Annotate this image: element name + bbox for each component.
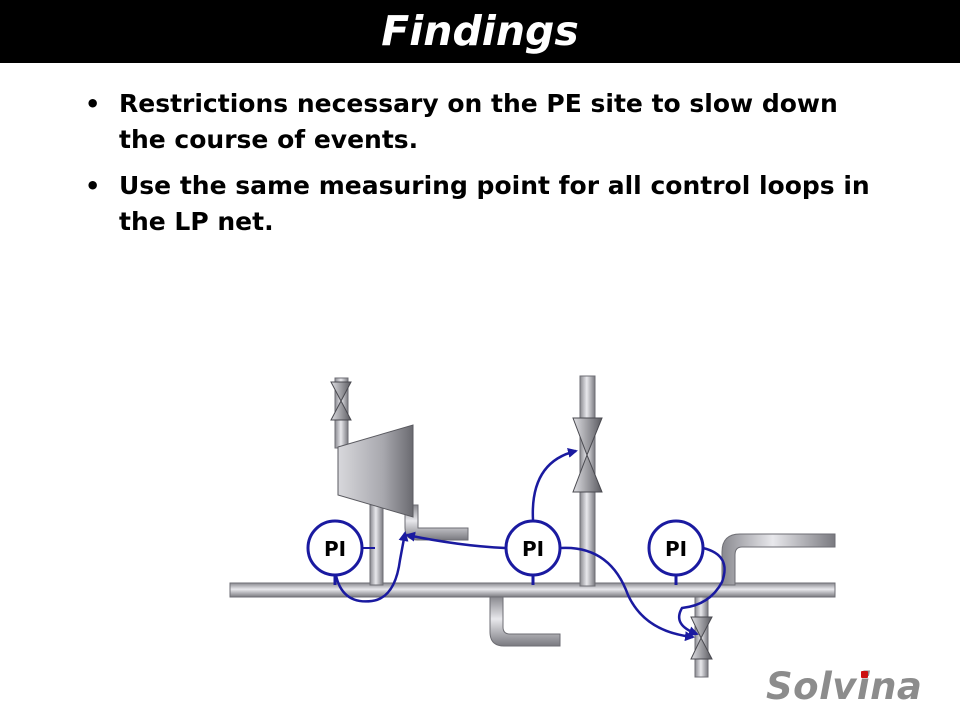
compressor-discharge-pipe — [404, 504, 469, 541]
main-header-pipe — [229, 582, 836, 598]
signal-center-to-bottom-valve — [559, 546, 695, 642]
pi-label: PI — [324, 537, 346, 561]
center-control-valve-icon — [572, 417, 603, 493]
bullet-text: Use the same measuring point for all con… — [119, 171, 870, 236]
logo-text-i: i — [856, 665, 871, 708]
bullet-item: • Use the same measuring point for all c… — [83, 168, 883, 240]
signal-center-to-valve — [531, 448, 578, 521]
signal-right-to-bottom-valve — [677, 546, 726, 636]
right-branch-pipe — [721, 533, 836, 586]
bullet-icon: • — [85, 172, 101, 200]
logo-text-prefix: Solv — [766, 665, 857, 708]
compressor — [337, 424, 414, 518]
pi-label: PI — [665, 537, 687, 561]
pressure-indicator-left: PI — [306, 519, 364, 577]
title-bar — [0, 0, 960, 63]
signal-center-to-compressor — [405, 531, 506, 550]
bottom-control-valve-icon — [690, 616, 713, 660]
compressor-outlet-pipe — [369, 504, 384, 586]
signal-left-loop — [333, 531, 409, 603]
logo-text-suffix: na — [870, 665, 923, 708]
lower-branch-pipe — [489, 596, 561, 647]
bullet-list: • Restrictions necessary on the PE site … — [83, 86, 883, 250]
pi-label: PI — [522, 537, 544, 561]
pressure-indicator-right: PI — [647, 519, 705, 577]
bullet-item: • Restrictions necessary on the PE site … — [83, 86, 883, 158]
pressure-indicator-center: PI — [504, 519, 562, 577]
inlet-valve-icon — [330, 381, 352, 421]
bullet-text: Restrictions necessary on the PE site to… — [119, 89, 838, 154]
solvina-logo: Solvina — [766, 662, 922, 712]
slide-title: Findings — [381, 7, 579, 55]
bullet-icon: • — [85, 90, 101, 118]
